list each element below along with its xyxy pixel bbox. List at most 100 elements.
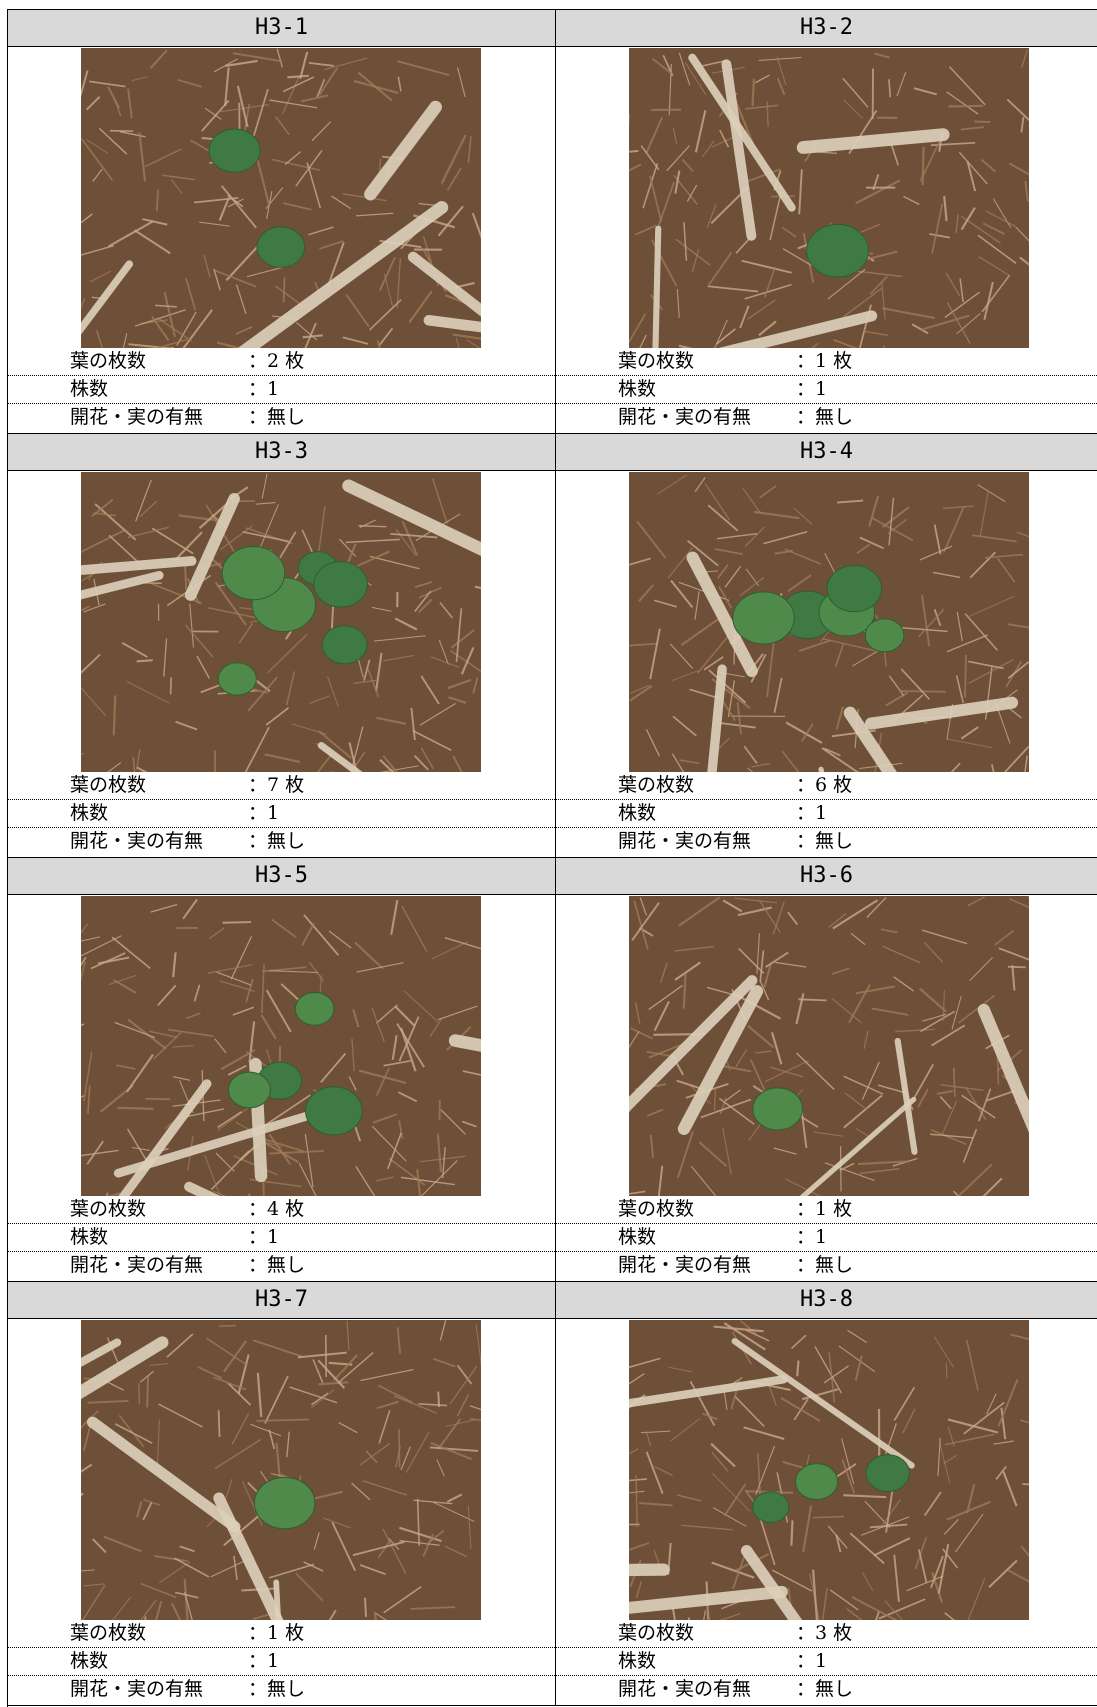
stock-count-value: ：1	[796, 376, 827, 403]
flower-fruit-value: ：無し	[248, 404, 305, 431]
leaf-count-label: 葉の枚数	[618, 1620, 694, 1647]
cell-info: 葉の枚数 ：2 枚 株数 ：1 開花・実の有無 ：無し	[8, 348, 555, 432]
stock-count-row: 株数 ：1	[556, 376, 1097, 404]
cell-info: 葉の枚数：7 枚 株数：1 開花・実の有無 ：無し	[8, 772, 555, 856]
survey-cell: H3-5 葉の枚数 ：4 枚 株数 ：1 開花・実の有無：無し	[8, 858, 556, 1282]
photo-frame	[8, 1319, 555, 1620]
leaf-count-label: 葉の枚数	[70, 1196, 146, 1223]
leaf-count-row: 葉の枚数 ：3 枚	[556, 1620, 1097, 1648]
plant-photo	[81, 472, 481, 772]
flower-fruit-value: ：無し	[796, 404, 853, 431]
survey-cell: H3-1 葉の枚数 ：2 枚 株数 ：1 開花・実の有無 ：無し	[8, 10, 556, 434]
stock-count-row: 株数 ：1	[556, 800, 1097, 828]
plant-photo	[629, 1320, 1029, 1620]
survey-cell: H3-8 葉の枚数 ：3 枚 株数 ：1 開花・実の有無：無し	[556, 1282, 1097, 1706]
leaf-count-row: 葉の枚数：7 枚	[8, 772, 555, 800]
stock-count-row: 株数 ：1	[8, 1648, 555, 1676]
cell-title: H3-7	[8, 1282, 555, 1319]
cell-title: H3-6	[556, 858, 1097, 895]
flower-fruit-value: ：無し	[796, 1252, 853, 1279]
photo-frame	[8, 471, 555, 772]
plant-photo	[629, 472, 1029, 772]
stock-count-value: ：1	[796, 800, 827, 827]
survey-photo-table: H3-1 葉の枚数：2 枚 株数：1 開花・実の有無：無し H3-2 葉の枚数：…	[7, 9, 1097, 1707]
stock-count-label: 株数	[70, 376, 108, 403]
survey-cell: H3-6 葉の枚数 ：1 枚 株数：1 開花・実の有無 ：無し	[556, 858, 1097, 1282]
leaf-count-value: ：2 枚	[248, 348, 304, 375]
leaf-count-row: 葉の枚数 ：1 枚	[556, 1196, 1097, 1224]
flower-fruit-row: 開花・実の有無 ：無し	[8, 1676, 555, 1704]
flower-fruit-label: 開花・実の有無	[70, 404, 203, 431]
leaf-count-row: 葉の枚数 ：2 枚	[8, 348, 555, 376]
leaf-count-label: 葉の枚数	[618, 348, 694, 375]
flower-fruit-label: 開花・実の有無	[70, 828, 203, 855]
cell-title: H3-3	[8, 434, 555, 471]
flower-fruit-row: 開花・実の有無：無し	[556, 1676, 1097, 1704]
plant-photo	[81, 48, 481, 348]
leaf-count-value: ：1 枚	[796, 348, 852, 375]
cell-info: 葉の枚数：6 枚 株数：1 開花・実の有無：無し	[556, 772, 1097, 856]
leaf-count-row: 葉の枚数 ：1 枚	[8, 1620, 555, 1648]
stock-count-value: ：1	[248, 1648, 279, 1675]
stock-count-label: 株数	[618, 376, 656, 403]
plant-photo	[629, 896, 1029, 1196]
photo-frame	[556, 1319, 1097, 1620]
survey-cell: H3-7 葉の枚数 ：1 枚 株数 ：1 開花・実の有無 ：無し	[8, 1282, 556, 1706]
flower-fruit-value: ：無し	[248, 1252, 305, 1279]
stock-count-row: 株数 ：1	[556, 1648, 1097, 1676]
flower-fruit-row: 開花・実の有無 ：無し	[556, 1252, 1097, 1280]
stock-count-label: 株数	[618, 1648, 656, 1675]
leaf-count-row: 葉の枚数：6 枚	[556, 772, 1097, 800]
flower-fruit-value: ：無し	[796, 1676, 853, 1703]
survey-cell: H3-3 葉の枚数：7 枚 株数：1 開花・実の有無 ：無し	[8, 434, 556, 858]
stock-count-label: 株数	[70, 1648, 108, 1675]
leaf-count-value: ：6 枚	[796, 772, 852, 799]
flower-fruit-row: 開花・実の有無：無し	[8, 1252, 555, 1280]
leaf-count-label: 葉の枚数	[618, 1196, 694, 1223]
stock-count-label: 株数	[618, 800, 656, 827]
cell-info: 葉の枚数 ：1 枚 株数：1 開花・実の有無 ：無し	[556, 1196, 1097, 1280]
cell-info: 葉の枚数 ：3 枚 株数 ：1 開花・実の有無：無し	[556, 1620, 1097, 1704]
stock-count-value: ：1	[796, 1648, 827, 1675]
stock-count-value: ：1	[248, 376, 279, 403]
leaf-count-value: ：7 枚	[248, 772, 304, 799]
cell-info: 葉の枚数 ：4 枚 株数 ：1 開花・実の有無：無し	[8, 1196, 555, 1280]
plant-photo	[81, 1320, 481, 1620]
stock-count-row: 株数：1	[556, 1224, 1097, 1252]
leaf-count-value: ：1 枚	[796, 1196, 852, 1223]
flower-fruit-label: 開花・実の有無	[618, 1252, 751, 1279]
flower-fruit-row: 開花・実の有無 ：無し	[8, 404, 555, 432]
stock-count-row: 株数 ：1	[8, 376, 555, 404]
flower-fruit-value: ：無し	[796, 828, 853, 855]
survey-cell: H3-4 葉の枚数：6 枚 株数：1 開花・実の有無：無し	[556, 434, 1097, 858]
flower-fruit-label: 開花・実の有無	[70, 1676, 203, 1703]
stock-count-row: 株数 ：1	[8, 1224, 555, 1252]
cell-title: H3-8	[556, 1282, 1097, 1319]
flower-fruit-value: ：無し	[248, 828, 305, 855]
cell-title: H3-5	[8, 858, 555, 895]
leaf-count-value: ：3 枚	[796, 1620, 852, 1647]
leaf-count-row: 葉の枚数 ：4 枚	[8, 1196, 555, 1224]
plant-photo	[629, 48, 1029, 348]
cell-info: 葉の枚数 ：1 枚 株数 ：1 開花・実の有無 ：無し	[556, 348, 1097, 432]
plant-photo	[81, 896, 481, 1196]
photo-frame	[556, 471, 1097, 772]
survey-cell: H3-2 葉の枚数 ：1 枚 株数 ：1 開花・実の有無 ：無し	[556, 10, 1097, 434]
stock-count-row: 株数：1	[8, 800, 555, 828]
leaf-count-value: ：4 枚	[248, 1196, 304, 1223]
stock-count-value: ：1	[248, 1224, 279, 1251]
flower-fruit-row: 開花・実の有無 ：無し	[8, 828, 555, 856]
cell-title: H3-2	[556, 10, 1097, 47]
flower-fruit-value: ：無し	[248, 1676, 305, 1703]
stock-count-label: 株数	[70, 800, 108, 827]
leaf-count-label: 葉の枚数	[70, 348, 146, 375]
flower-fruit-label: 開花・実の有無	[618, 404, 751, 431]
leaf-count-value: ：1 枚	[248, 1620, 304, 1647]
cell-title: H3-4	[556, 434, 1097, 471]
cell-info: 葉の枚数 ：1 枚 株数 ：1 開花・実の有無 ：無し	[8, 1620, 555, 1704]
stock-count-label: 株数	[70, 1224, 108, 1251]
leaf-count-label: 葉の枚数	[70, 1620, 146, 1647]
photo-frame	[8, 895, 555, 1196]
stock-count-value: ：1	[796, 1224, 827, 1251]
cell-title: H3-1	[8, 10, 555, 47]
